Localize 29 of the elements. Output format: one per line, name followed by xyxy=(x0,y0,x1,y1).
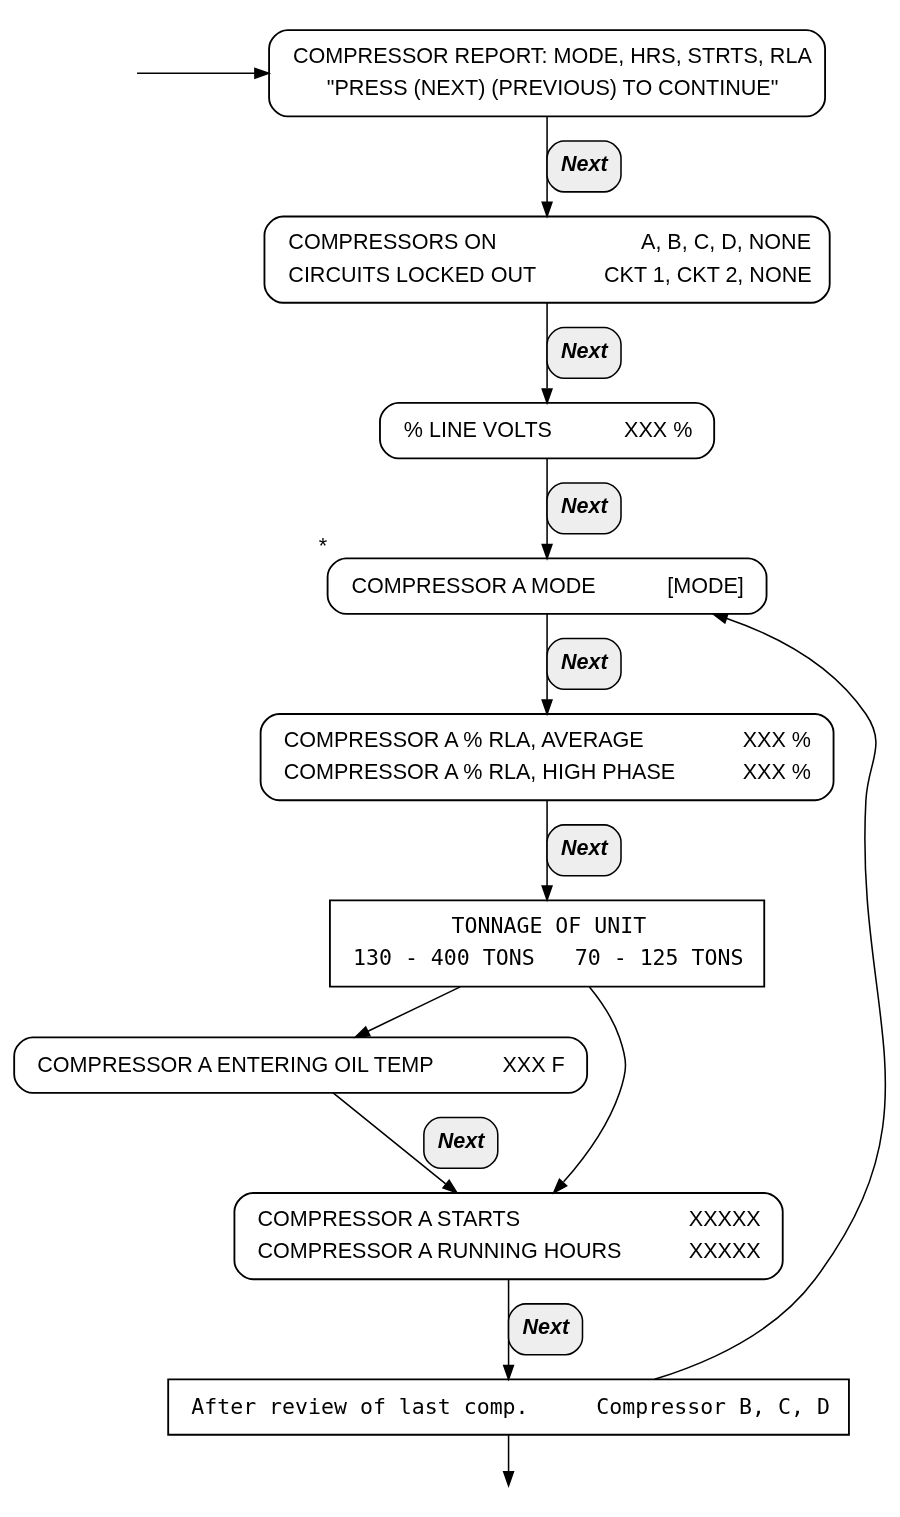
edge-label: Next xyxy=(522,1313,570,1339)
edge-label: Next xyxy=(560,150,608,176)
edge-label: Next xyxy=(560,337,608,363)
node-box: TONNAGE OF UNIT 130 - 400 TONS 70 - 125 TONS xyxy=(329,898,766,988)
arrow xyxy=(541,115,553,218)
edge-label: Next xyxy=(560,492,608,518)
node-box: After review of last comp. Compressor B, C, D xyxy=(167,1377,850,1436)
arrow xyxy=(541,301,553,405)
node-box: COMPRESSOR A ENTERING OIL TEMP XXX F xyxy=(13,1036,589,1094)
node-box: COMPRESSOR A STARTS XXXXX COMPRESSOR A RUNNING HOURS XXXXX xyxy=(233,1191,784,1280)
arrow xyxy=(332,1091,459,1194)
arrow xyxy=(541,612,553,716)
edge-label: Next xyxy=(560,648,608,674)
arrow xyxy=(353,985,461,1038)
node-box: COMPRESSOR A % RLA, AVERAGE XXX % COMPRESSOR A % RLA, HIGH PHASE XXX % xyxy=(259,712,835,801)
arrow xyxy=(541,799,553,902)
edge-label: Next xyxy=(437,1127,485,1153)
arrow xyxy=(502,1433,515,1488)
node-box: COMPRESSORS ON A, B, C, D, NONE CIRCUITS LOCKED OUT CKT 1, CKT 2, NONE xyxy=(263,215,831,304)
arrow xyxy=(653,612,887,1380)
arrow xyxy=(502,1278,515,1382)
edge-label: Next xyxy=(560,834,608,860)
arrow xyxy=(541,457,553,561)
arrow xyxy=(136,66,272,79)
arrow xyxy=(552,985,627,1194)
node-box: COMPRESSOR REPORT: MODE, HRS, STRTS, RLA "PRESS (NEXT) (PREVIOUS) TO CONTINUE" xyxy=(268,28,826,117)
node-box: % LINE VOLTS XXX % xyxy=(379,401,716,459)
node-box: COMPRESSOR A MODE [MODE] xyxy=(326,557,768,615)
node-label: * xyxy=(318,532,328,558)
